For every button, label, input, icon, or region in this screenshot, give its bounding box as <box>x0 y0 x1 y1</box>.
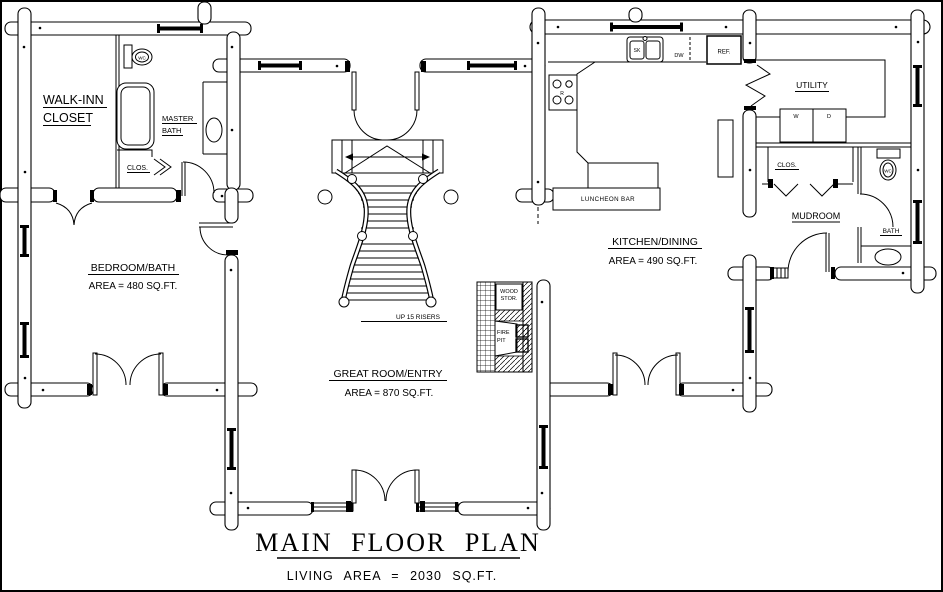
kitchen-label: KITCHEN/DINING <box>612 236 698 248</box>
stair-note: UP 15 RISERS <box>396 314 441 321</box>
title-block: MAIN FLOOR PLAN LIVING AREA = 2030 SQ.FT… <box>255 528 540 583</box>
dryer <box>812 108 847 143</box>
luncheon-bar-label: LUNCHEON BAR <box>581 196 635 203</box>
dryer-label: D <box>827 114 831 120</box>
luncheon-bar <box>552 187 661 211</box>
door-leaf <box>351 71 357 111</box>
master-bath-label-1: MASTER <box>162 114 194 123</box>
toilet-tank <box>876 148 901 159</box>
fire-pit-label-2: PIT <box>497 338 506 344</box>
mudroom-wc-label: WC <box>884 169 892 174</box>
bedroom-area-label: AREA = 480 SQ.FT. <box>89 281 178 292</box>
range-label: R <box>560 91 564 97</box>
door-leaf <box>414 71 420 111</box>
bedroom-label: BEDROOM/BATH <box>91 262 175 274</box>
master-bath-label-2: BATH <box>162 126 181 135</box>
range <box>548 74 578 111</box>
master-closet-label: CLOS. <box>127 165 148 172</box>
stair-treads-lower <box>344 243 431 301</box>
great-room-area-label: AREA = 870 SQ.FT. <box>345 388 434 399</box>
mudroom-closet-label: CLOS. <box>777 162 797 169</box>
utility-label: UTILITY <box>796 80 828 90</box>
room-labels: WALK-INN CLOSET MASTER BATH CLOS. BEDROO… <box>43 80 902 399</box>
wood-storage-label-1: WOOD <box>500 289 518 295</box>
dining-counter <box>717 119 734 178</box>
refrigerator <box>706 35 742 65</box>
kitchen-area-label: AREA = 490 SQ.FT. <box>609 256 698 267</box>
wood-storage <box>495 283 523 311</box>
log-column <box>317 189 333 205</box>
wood-storage-label-2: STOR. <box>501 296 518 302</box>
staircase: UP 15 RISERS <box>317 139 459 322</box>
sink-label: SK <box>634 48 641 54</box>
closet-door-chevrons <box>153 158 172 176</box>
utility-fixtures: W D <box>779 108 847 143</box>
master-bath-fixtures: WC <box>116 44 223 150</box>
bath-sink <box>205 117 223 143</box>
fire-pit-label-1: FIRE <box>497 330 510 336</box>
bar-counter <box>587 162 659 189</box>
doors <box>53 59 894 512</box>
exterior-log-walls <box>0 1 937 531</box>
windows <box>20 22 922 512</box>
master-wc-label: WC <box>138 56 146 61</box>
bifold-doors <box>773 183 835 197</box>
mudroom-bath-fixtures: WC <box>874 148 902 266</box>
bath-sink <box>874 248 902 266</box>
living-area-note: LIVING AREA = 2030 SQ.FT. <box>287 569 498 583</box>
toilet-tank <box>123 44 133 69</box>
great-room-label: GREAT ROOM/ENTRY <box>333 368 442 380</box>
wall-break-symbol <box>744 64 772 107</box>
mudroom-label: MUDROOM <box>792 211 841 221</box>
stair-treads-upper <box>354 185 421 229</box>
log-column <box>443 189 459 205</box>
mudroom-bath-label: BATH <box>883 228 900 235</box>
dishwasher-label: DW <box>674 53 684 59</box>
sheet-title: MAIN FLOOR PLAN <box>255 528 540 557</box>
refrigerator-label: REF. <box>717 50 730 56</box>
washer-label: W <box>793 114 799 120</box>
log-dots <box>22 25 920 510</box>
walk-inn-closet-label-1: WALK-INN <box>43 93 104 107</box>
fireplace: WOOD STOR. FIRE PIT <box>476 281 533 373</box>
walk-inn-closet-label-2: CLOSET <box>43 111 93 125</box>
kitchen-fixtures: R SK DW REF. LUNCHEON BAR <box>548 35 742 211</box>
